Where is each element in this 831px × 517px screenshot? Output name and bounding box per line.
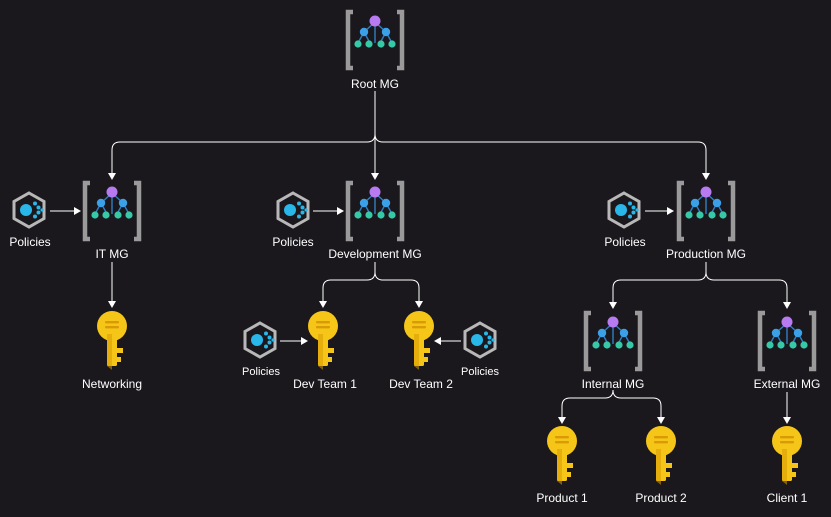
policy-development[interactable]: Policies: [272, 191, 314, 249]
policy-development-label: Policies: [272, 235, 313, 249]
edge-internal-product1: [561, 389, 614, 418]
mg-it-label: IT MG: [95, 247, 128, 261]
policy-dev-team-1-label: Policies: [242, 366, 280, 378]
key-icon: [404, 311, 434, 370]
subscription-networking[interactable]: Networking: [82, 311, 142, 391]
subscription-product-1-label: Product 1: [536, 491, 588, 505]
key-icon: [547, 426, 577, 485]
edge-development-devteam2: [374, 271, 420, 302]
mg-development[interactable]: Development MG: [328, 183, 422, 261]
mg-development-label: Development MG: [328, 247, 421, 261]
management-group-icon: [85, 183, 139, 239]
policy-dev-team-2-label: Policies: [461, 366, 499, 378]
policy-dev-team-2[interactable]: Policies: [461, 321, 499, 378]
subscription-client-1[interactable]: Client 1: [767, 426, 808, 505]
subscription-dev-team-1-label: Dev Team 1: [293, 377, 357, 391]
management-group-icon: [679, 183, 733, 239]
mg-external[interactable]: External MG: [754, 313, 821, 391]
subscription-dev-team-2[interactable]: Dev Team 2: [389, 311, 453, 391]
policy-production[interactable]: Policies: [604, 191, 646, 249]
management-group-icon: [348, 183, 402, 239]
mg-production-label: Production MG: [666, 247, 746, 261]
edge-production-internal: [612, 262, 707, 303]
policy-icon: [463, 321, 497, 359]
policy-dev-team-1[interactable]: Policies: [242, 321, 280, 378]
policy-icon: [243, 321, 277, 359]
edge-production-external: [705, 271, 788, 303]
subscription-product-2-label: Product 2: [635, 491, 687, 505]
key-icon: [97, 311, 127, 370]
subscription-dev-team-2-label: Dev Team 2: [389, 377, 453, 391]
policy-it-label: Policies: [9, 235, 50, 249]
connectors: [50, 91, 791, 424]
edge-development-devteam1: [322, 262, 376, 302]
management-group-icon: [760, 313, 814, 369]
subscription-product-2[interactable]: Product 2: [635, 426, 687, 505]
edge-internal-product2: [612, 389, 662, 418]
policy-icon: [12, 191, 46, 229]
key-icon: [646, 426, 676, 485]
subscription-networking-label: Networking: [82, 377, 142, 391]
mg-root[interactable]: Root MG: [348, 12, 402, 91]
subscription-product-1[interactable]: Product 1: [536, 426, 588, 505]
policy-icon: [607, 191, 641, 229]
policy-production-label: Policies: [604, 235, 645, 249]
mg-internal-label: Internal MG: [582, 377, 645, 391]
policy-it[interactable]: Policies: [9, 191, 51, 249]
management-group-icon: [586, 313, 640, 369]
policy-icon: [276, 191, 310, 229]
management-group-icon: [348, 12, 402, 68]
key-icon: [772, 426, 802, 485]
subscription-client-1-label: Client 1: [767, 491, 808, 505]
mg-it[interactable]: IT MG: [85, 183, 139, 261]
mg-root-label: Root MG: [351, 77, 399, 91]
mg-external-label: External MG: [754, 377, 821, 391]
edge-root-it: [111, 91, 376, 174]
key-icon: [308, 311, 338, 370]
edge-root-production: [374, 133, 707, 174]
mg-internal[interactable]: Internal MG: [582, 313, 645, 391]
subscription-dev-team-1[interactable]: Dev Team 1: [293, 311, 357, 391]
mg-production[interactable]: Production MG: [666, 183, 746, 261]
